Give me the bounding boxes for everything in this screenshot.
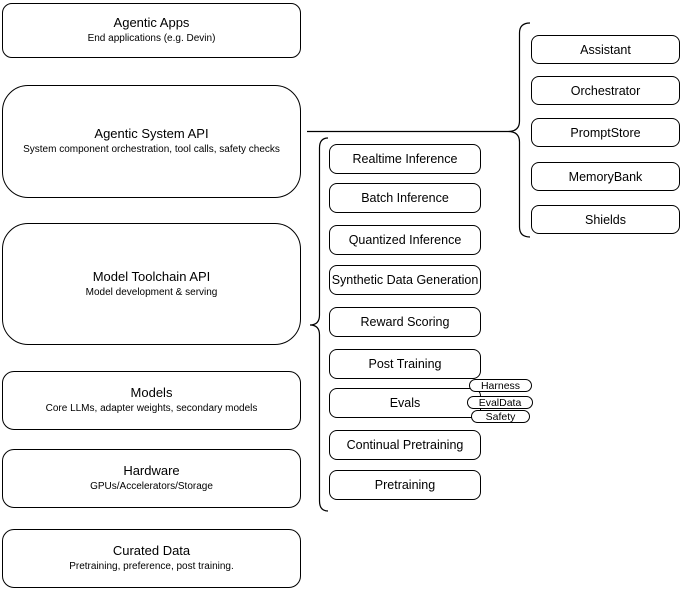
node-models: Models Core LLMs, adapter weights, secon…: [2, 371, 301, 430]
pill-label: EvalData: [478, 396, 522, 409]
node-label: PromptStore: [570, 125, 641, 140]
node-subtitle: GPUs/Accelerators/Storage: [90, 481, 213, 492]
node-realtime-inference: Realtime Inference: [329, 144, 481, 174]
node-label: MemoryBank: [568, 169, 643, 184]
node-agentic-apps: Agentic Apps End applications (e.g. Devi…: [2, 3, 301, 58]
node-title: Model Toolchain API: [92, 268, 211, 284]
node-curated-data: Curated Data Pretraining, preference, po…: [2, 529, 301, 588]
node-label: Evals: [389, 396, 421, 410]
node-subtitle: System component orchestration, tool cal…: [23, 144, 280, 155]
node-synthetic-data-generation: Synthetic Data Generation: [329, 265, 481, 295]
node-model-toolchain-api: Model Toolchain API Model development & …: [2, 223, 301, 345]
node-hardware: Hardware GPUs/Accelerators/Storage: [2, 449, 301, 508]
node-label: Synthetic Data Generation: [331, 273, 479, 287]
pill-safety: Safety: [471, 410, 530, 423]
node-continual-pretraining: Continual Pretraining: [329, 430, 481, 460]
node-quantized-inference: Quantized Inference: [329, 225, 481, 255]
node-title: Agentic System API: [94, 126, 209, 141]
node-orchestrator: Orchestrator: [531, 76, 680, 105]
pill-label: Safety: [485, 410, 516, 423]
node-title: Curated Data: [112, 543, 191, 558]
pill-harness: Harness: [469, 379, 532, 392]
node-subtitle: End applications (e.g. Devin): [87, 33, 216, 44]
node-label: Shields: [585, 212, 626, 227]
system-components-brace: [507, 22, 531, 238]
node-promptstore: PromptStore: [531, 118, 680, 147]
pill-label: Harness: [480, 379, 521, 392]
node-reward-scoring: Reward Scoring: [329, 307, 481, 337]
node-label: Assistant: [580, 42, 631, 57]
node-subtitle: Pretraining, preference, post training.: [69, 561, 234, 572]
toolchain-brace: [309, 137, 329, 512]
node-agentic-system-api: Agentic System API System component orch…: [2, 85, 301, 198]
node-batch-inference: Batch Inference: [329, 183, 481, 213]
node-label: Post Training: [368, 357, 442, 371]
node-label: Realtime Inference: [352, 152, 458, 166]
node-label: Reward Scoring: [360, 315, 450, 329]
node-subtitle: Core LLMs, adapter weights, secondary mo…: [45, 403, 258, 414]
node-title: Agentic Apps: [113, 15, 190, 30]
node-post-training: Post Training: [329, 349, 481, 379]
node-label: Pretraining: [374, 478, 436, 492]
node-memorybank: MemoryBank: [531, 162, 680, 191]
node-shields: Shields: [531, 205, 680, 234]
node-label: Orchestrator: [570, 83, 641, 98]
node-title: Hardware: [123, 463, 180, 478]
node-evals: Evals: [329, 388, 481, 418]
node-assistant: Assistant: [531, 35, 680, 64]
node-subtitle: Model development & serving: [85, 286, 218, 298]
node-label: Continual Pretraining: [346, 438, 464, 452]
node-label: Batch Inference: [361, 191, 449, 205]
node-label: Quantized Inference: [348, 233, 462, 247]
node-title: Models: [130, 385, 173, 400]
pill-evaldata: EvalData: [467, 396, 533, 409]
node-pretraining: Pretraining: [329, 470, 481, 500]
